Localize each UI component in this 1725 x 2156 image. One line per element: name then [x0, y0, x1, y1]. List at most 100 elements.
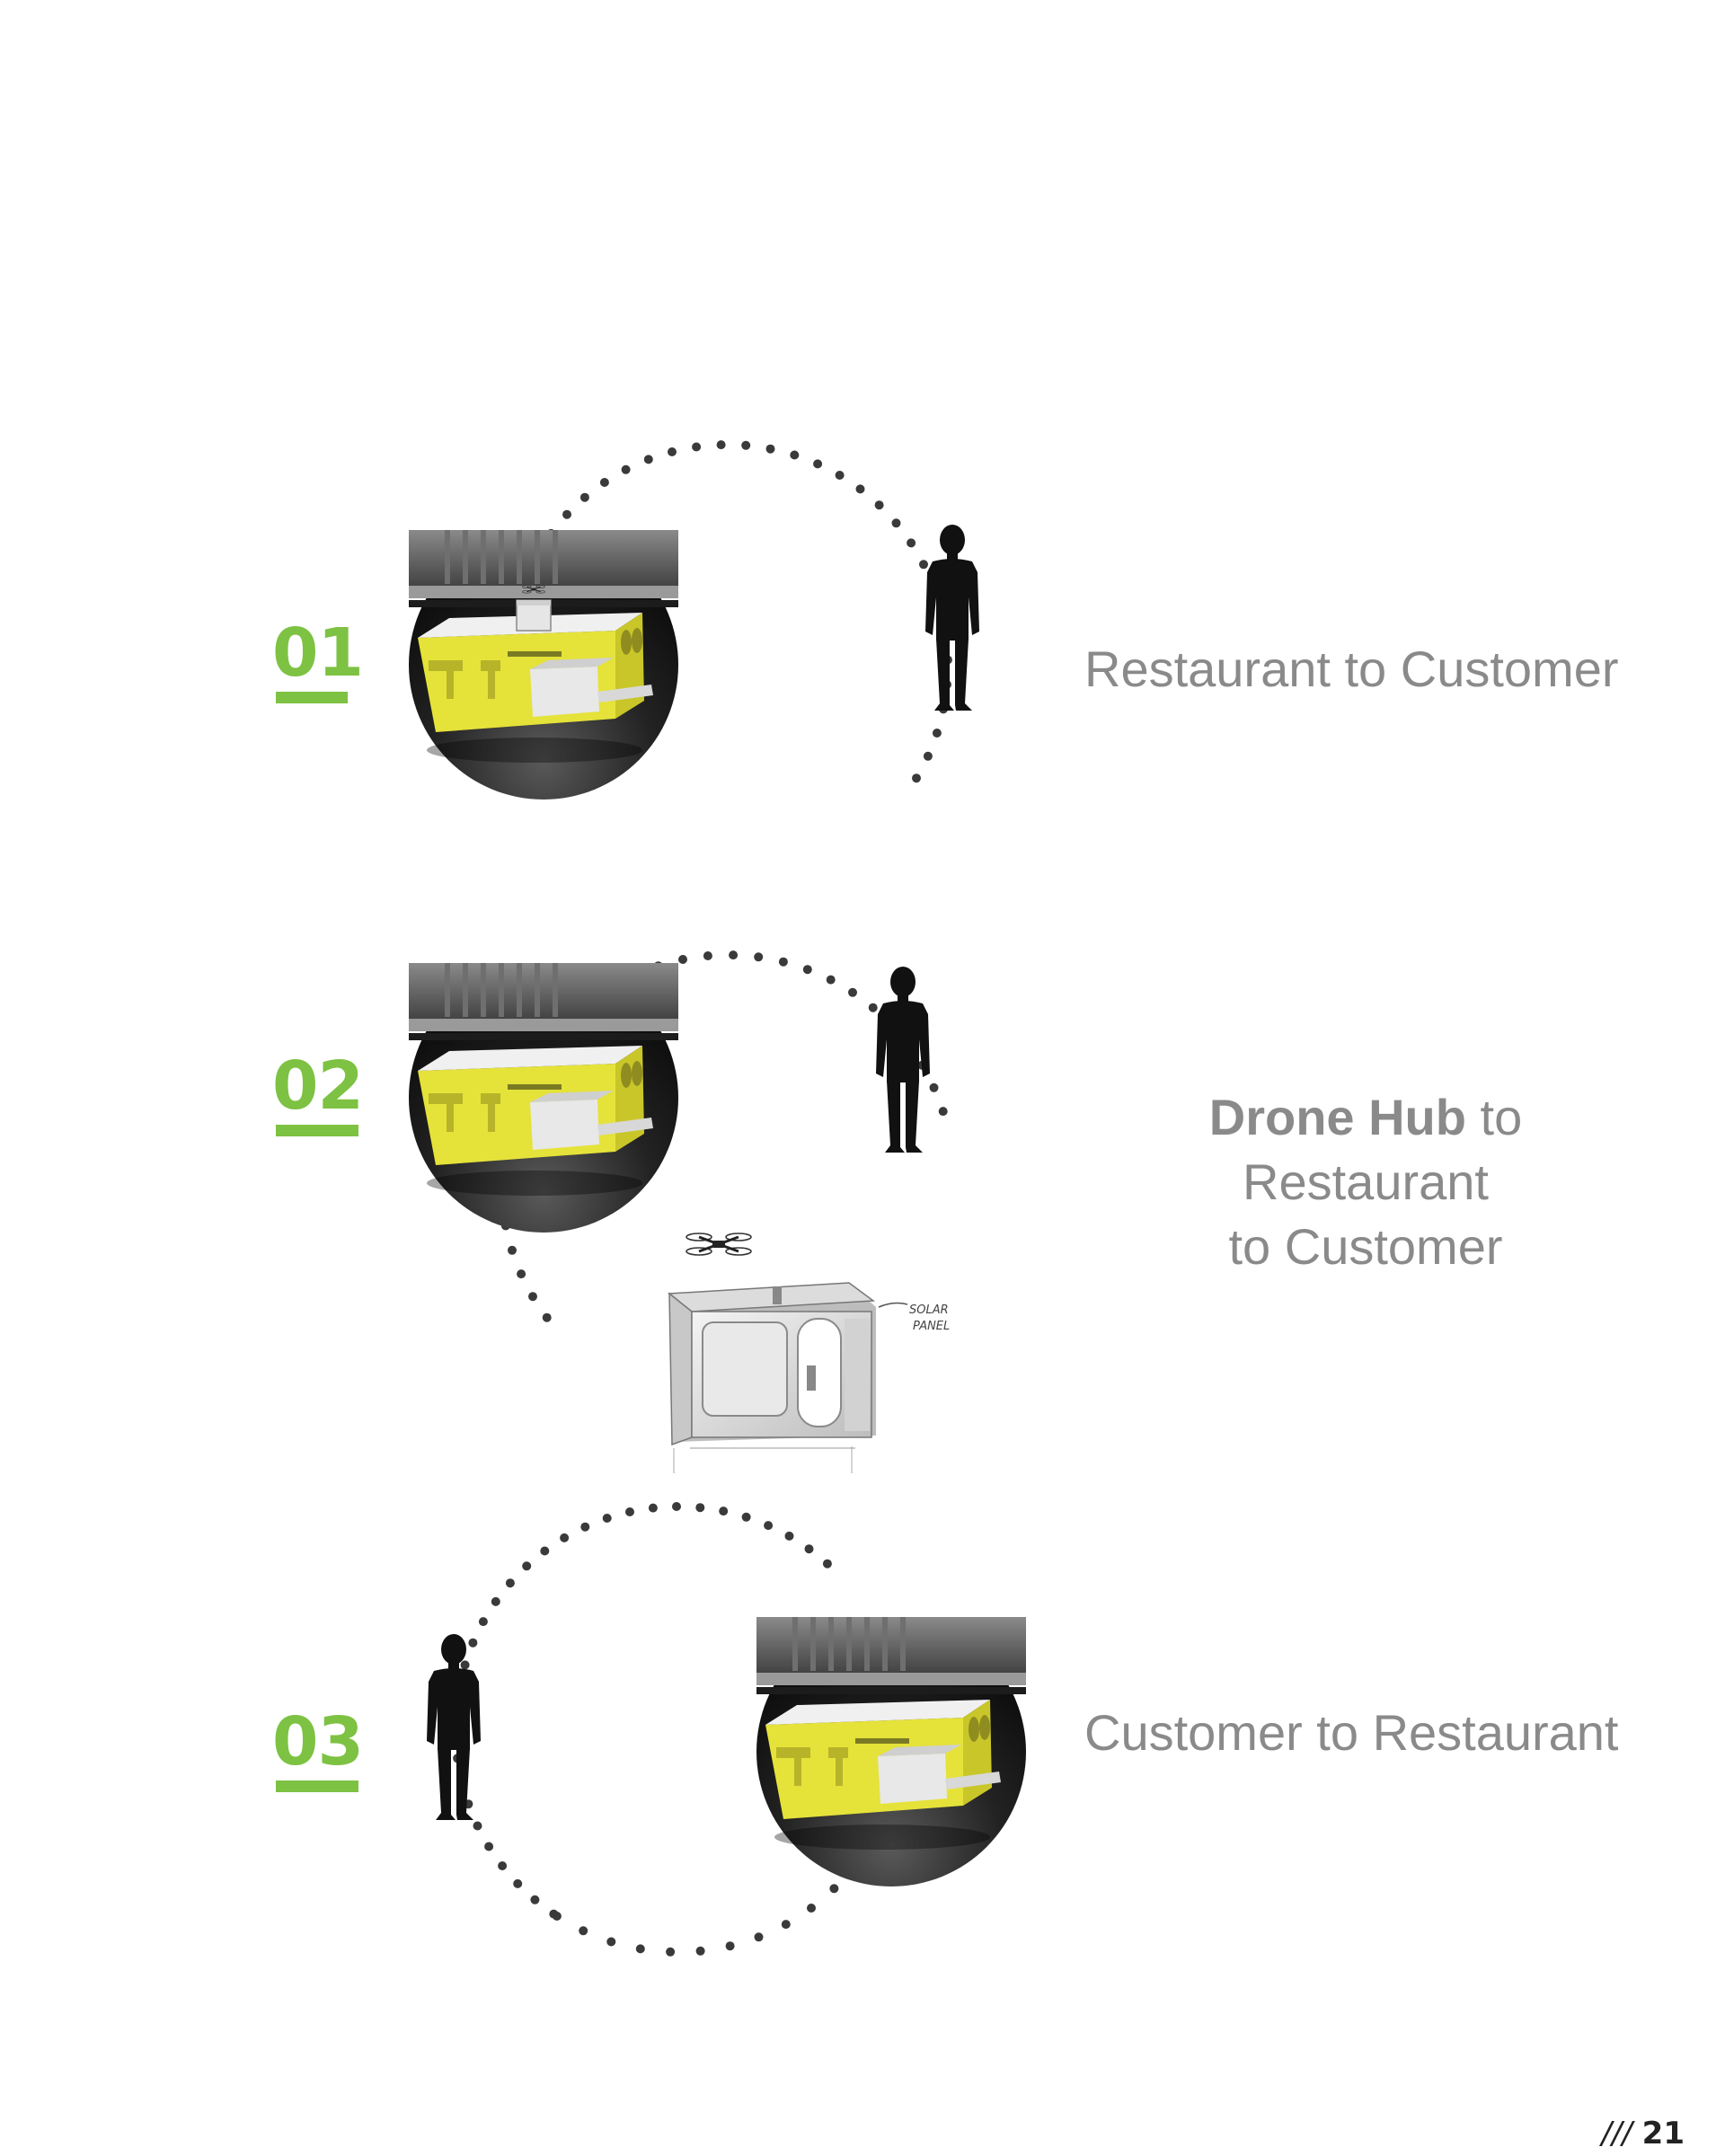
loop-dot — [666, 1947, 676, 1957]
loop-dot — [599, 478, 609, 487]
loop-dot — [528, 1292, 537, 1302]
step-03-underline — [276, 1780, 358, 1792]
loop-dot — [929, 1082, 939, 1092]
loop-dot — [643, 455, 653, 464]
loop-dot — [692, 442, 702, 452]
loop-dot — [648, 1503, 658, 1513]
loop-dot — [672, 1502, 681, 1511]
step-01-caption: Restaurant to Customer — [1084, 640, 1619, 698]
loop-dot — [784, 1531, 794, 1541]
loop-dot — [517, 1269, 526, 1279]
step-03-caption: Customer to Restaurant — [1084, 1703, 1619, 1762]
loop-dot — [625, 1507, 634, 1516]
loop-dot — [552, 1912, 562, 1921]
step-02-caption-connector-2: to — [1228, 1218, 1285, 1275]
loop-dot — [781, 1920, 791, 1930]
step-02-underline — [276, 1125, 358, 1136]
step-01-kiosk-render-icon — [409, 530, 678, 800]
loop-dot — [764, 1521, 774, 1531]
loop-dot — [580, 1522, 590, 1532]
loop-dot — [695, 1946, 705, 1956]
loop-dot — [508, 1245, 517, 1255]
loop-dot — [829, 1884, 839, 1894]
loop-dot — [491, 1596, 500, 1606]
loop-dot — [716, 440, 726, 450]
loop-dot — [498, 1861, 508, 1870]
solar-panel-label-line2: PANEL — [913, 1320, 950, 1333]
loop-dot — [606, 1937, 616, 1947]
loop-dot — [695, 1503, 705, 1513]
loop-dot — [855, 484, 865, 494]
loop-dot — [765, 444, 775, 454]
loop-dot — [478, 1617, 488, 1627]
loop-dot — [468, 1638, 478, 1648]
step-03-caption-origin: Customer — [1084, 1704, 1303, 1761]
loop-dot — [813, 459, 823, 469]
loop-dot — [703, 951, 712, 960]
loop-dot — [790, 450, 800, 460]
loop-dot — [874, 500, 884, 510]
loop-dot — [460, 1660, 470, 1670]
step-02-number: 02 — [272, 1047, 364, 1125]
loop-dot — [678, 955, 687, 964]
loop-dot — [530, 1895, 540, 1904]
loop-dot — [932, 729, 942, 738]
step-02-caption-line3: to Customer — [1159, 1215, 1572, 1279]
step-01-caption-origin: Restaurant — [1084, 641, 1331, 697]
drone-hub-sketch: SOLAR PANEL — [668, 1282, 950, 1473]
loop-dot — [938, 1107, 948, 1117]
loop-dot — [562, 509, 571, 519]
step-03-kiosk-render-icon — [756, 1617, 1026, 1886]
loop-dot — [621, 464, 631, 474]
loop-dot — [923, 751, 933, 761]
loop-dot — [542, 1312, 552, 1322]
loop-dot — [719, 1507, 729, 1516]
step-02-caption-origin: Drone Hub — [1208, 1089, 1466, 1145]
loop-dot — [804, 1544, 814, 1554]
loop-dot — [835, 471, 845, 480]
solar-panel-label-line1: SOLAR — [909, 1303, 949, 1317]
loop-dot — [579, 1926, 588, 1936]
step-01-person-silhouette-icon — [925, 525, 979, 711]
loop-dot — [919, 560, 928, 570]
loop-dot — [741, 1512, 751, 1522]
drone-icon — [685, 1232, 753, 1257]
page-number-slashes: /// — [1601, 2116, 1632, 2152]
step-02-kiosk-render-icon — [409, 963, 678, 1233]
step-02-caption-destination: Customer — [1284, 1218, 1503, 1275]
loop-dot — [778, 957, 788, 967]
step-02-caption-line1: Drone Hub to — [1159, 1085, 1572, 1150]
step-01-number: 01 — [272, 614, 364, 692]
step-01-caption-destination: Customer — [1400, 641, 1619, 697]
loop-dot — [513, 1878, 523, 1888]
loop-dot — [848, 987, 857, 997]
loop-dot — [579, 492, 589, 502]
page-number: /// 21 — [1601, 2116, 1685, 2152]
loop-dot — [560, 1533, 570, 1542]
step-02-person-silhouette-icon — [876, 967, 930, 1153]
loop-dot — [912, 773, 921, 783]
page-number-value: 21 — [1641, 2116, 1685, 2152]
loop-dot — [729, 950, 739, 960]
loop-dot — [907, 538, 916, 548]
step-03-caption-destination: Restaurant — [1372, 1704, 1619, 1761]
step-03-number: 03 — [272, 1703, 364, 1780]
step-01-underline — [276, 692, 348, 703]
loop-dot — [484, 1842, 494, 1851]
loop-dot — [540, 1546, 550, 1556]
loop-dot — [473, 1821, 482, 1831]
loop-dot — [868, 1003, 878, 1012]
step-02-caption-connector-1: to — [1465, 1089, 1523, 1145]
step-01-caption-connector: to — [1330, 641, 1401, 697]
loop-dot — [741, 440, 751, 450]
loop-dot — [522, 1561, 532, 1571]
loop-dot — [602, 1514, 612, 1523]
loop-dot — [505, 1578, 515, 1588]
loop-dot — [826, 975, 836, 985]
loop-dot — [754, 1932, 764, 1942]
loop-dot — [635, 1944, 645, 1954]
loop-dot — [754, 952, 764, 962]
loop-dot — [668, 447, 677, 456]
loop-dot — [807, 1904, 816, 1913]
